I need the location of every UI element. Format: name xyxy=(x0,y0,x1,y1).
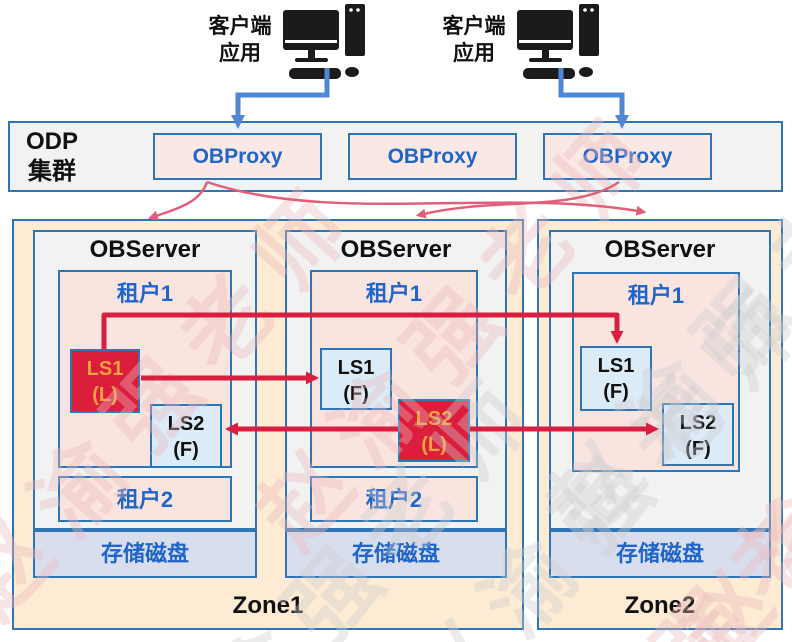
obproxy-label: OBProxy xyxy=(582,145,673,168)
tenant2-box: 租户2 xyxy=(58,476,232,522)
client-label-line1: 客户端 xyxy=(208,15,272,38)
tenant1-label: 租户1 xyxy=(116,281,174,306)
storage-disk-box: 存储磁盘 xyxy=(549,530,771,578)
ls-name: LS2 xyxy=(415,408,453,430)
obproxy-label: OBProxy xyxy=(387,145,478,168)
odp-label-line1: ODP xyxy=(25,128,78,155)
observer-title: OBServer xyxy=(604,236,716,263)
obproxy-box-1: OBProxy xyxy=(153,133,322,180)
computer-icon xyxy=(517,4,601,84)
ls2-follower-box: LS2 (F) xyxy=(662,403,734,466)
odp-cluster-label: ODP 集群 xyxy=(12,127,92,187)
ls1-leader-box: LS1 (L) xyxy=(70,349,140,413)
obproxy-label: OBProxy xyxy=(192,145,283,168)
zone-label: Zone2 xyxy=(624,592,696,619)
ls-name: LS1 xyxy=(597,355,635,377)
storage-disk-label: 存储磁盘 xyxy=(100,541,189,566)
ls-role: (F) xyxy=(343,383,369,405)
client-label-line2: 应用 xyxy=(219,42,261,65)
ls1-follower-box: LS1 (F) xyxy=(320,348,392,410)
ls2-leader-box: LS2 (L) xyxy=(398,399,470,462)
ls-role: (F) xyxy=(685,438,711,460)
client-label-line2: 应用 xyxy=(453,42,495,65)
ls1-follower-box: LS1 (F) xyxy=(580,346,652,411)
ls-role: (L) xyxy=(421,434,447,456)
ls-role: (F) xyxy=(603,381,629,403)
ls-name: LS2 xyxy=(167,413,205,435)
tenant1-label: 租户1 xyxy=(627,283,685,308)
ls-name: LS2 xyxy=(679,412,717,434)
storage-disk-label: 存储磁盘 xyxy=(615,541,704,566)
ls-name: LS1 xyxy=(86,358,124,380)
storage-disk-box: 存储磁盘 xyxy=(33,530,257,578)
storage-disk-box: 存储磁盘 xyxy=(285,530,507,578)
tenant2-box: 租户2 xyxy=(310,476,478,522)
ls-name: LS1 xyxy=(337,357,375,379)
observer-title: OBServer xyxy=(89,236,201,263)
tenant2-label: 租户2 xyxy=(365,487,423,512)
ls-role: (L) xyxy=(92,384,118,406)
client-app-label: 客户端 应用 xyxy=(432,13,516,67)
client-label-line1: 客户端 xyxy=(442,15,506,38)
storage-disk-label: 存储磁盘 xyxy=(351,541,440,566)
obproxy-box-2: OBProxy xyxy=(348,133,517,180)
ls-role: (F) xyxy=(173,439,199,461)
tenant1-label: 租户1 xyxy=(365,281,423,306)
obproxy-box-3: OBProxy xyxy=(543,133,712,180)
computer-icon xyxy=(283,4,367,84)
odp-label-line2: 集群 xyxy=(28,158,76,185)
client-app-label: 客户端 应用 xyxy=(198,13,282,67)
tenant2-label: 租户2 xyxy=(116,487,174,512)
zone-label: Zone1 xyxy=(232,592,304,619)
ls2-follower-box: LS2 (F) xyxy=(150,404,222,468)
observer-title: OBServer xyxy=(340,236,452,263)
